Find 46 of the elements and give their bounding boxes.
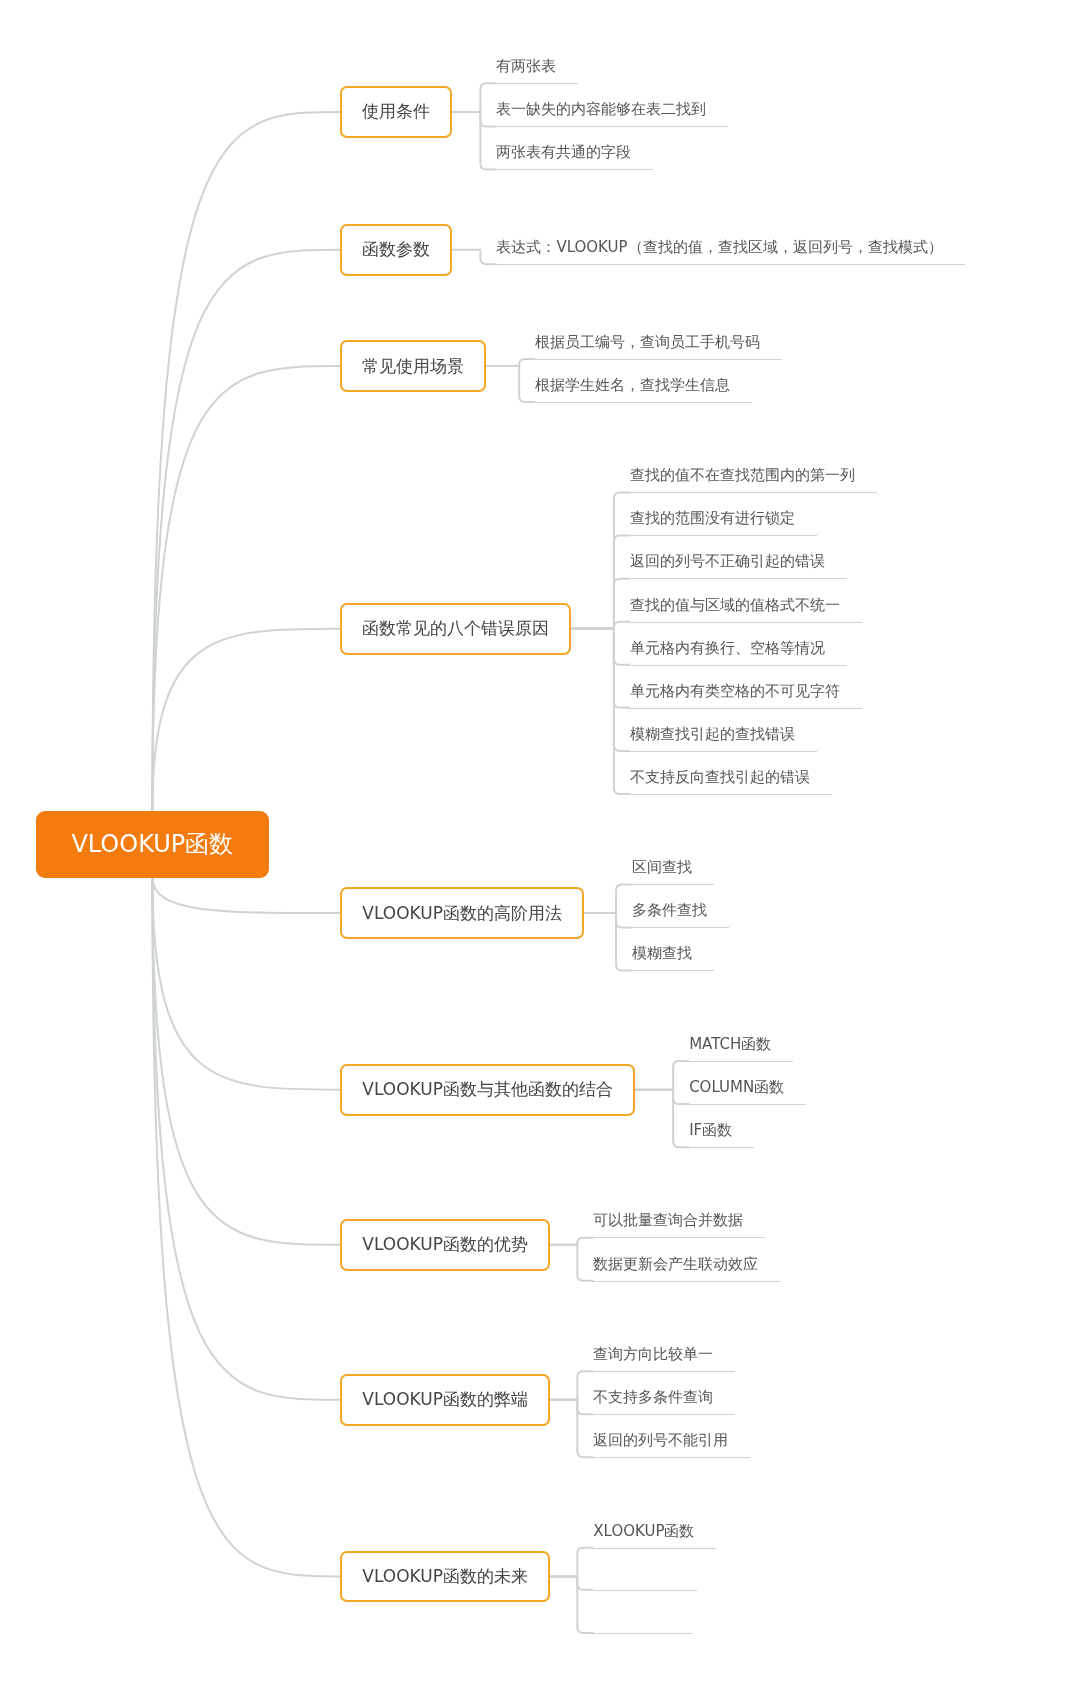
topic-box: 使用条件 xyxy=(340,86,453,138)
subtopic-text: IF函数 xyxy=(689,1120,755,1148)
subtopic-text: 返回的列号不能引用 xyxy=(593,1430,751,1459)
subtopic-text: 根据学生姓名，查找学生信息 xyxy=(535,374,753,403)
connector-line xyxy=(582,912,634,972)
topic-box: VLOOKUP函数的高阶用法 xyxy=(340,887,584,939)
subtopic-text: 查找的值与区域的值格式不统一 xyxy=(629,594,862,623)
subtopic-text: 两张表有共通的字段 xyxy=(496,142,654,171)
subtopic-text: COLUMN函数 xyxy=(689,1076,807,1105)
connector-line xyxy=(548,1243,595,1282)
subtopic-text: 查找的值不在查找范围内的第一列 xyxy=(629,465,877,494)
connector-line xyxy=(451,111,498,171)
topic-box: 函数参数 xyxy=(340,223,453,276)
subtopic-text: 表达式：VLOOKUP（查找的值，查找区域，返回列号，查找模式） xyxy=(496,237,965,266)
subtopic-text: 返回的列号不正确引起的错误 xyxy=(629,551,847,580)
subtopic-text: 表一缺失的内容能够在表二找到 xyxy=(496,99,729,128)
topic-box: VLOOKUP函数的未来 xyxy=(340,1550,550,1603)
root-topic-box: VLOOKUP函数 xyxy=(35,810,270,878)
subtopic-text: 单元格内有换行、空格等情况 xyxy=(629,637,847,666)
subtopic-text: XLOOKUP函数 xyxy=(593,1520,717,1549)
subtopic-text: 有两张表 xyxy=(496,56,579,85)
connector-line xyxy=(548,1398,595,1459)
connector-line xyxy=(548,1575,595,1634)
subtopic-text: 数据更新会产生联动效应 xyxy=(593,1253,781,1282)
subtopic-text: 查询方向比较单一 xyxy=(593,1343,736,1372)
connector-line xyxy=(570,627,631,795)
subtopic-text: MATCH函数 xyxy=(689,1033,794,1062)
connector-line xyxy=(451,248,498,266)
topic-box: VLOOKUP函数与其他函数的结合 xyxy=(340,1063,635,1116)
subtopic-text: 多条件查找 xyxy=(632,900,730,929)
subtopic-text: 模糊查找引起的查找错误 xyxy=(629,723,817,752)
subtopic-text: 单元格内有类空格的不可见字符 xyxy=(629,680,862,709)
subtopic-text: 可以批量查询合并数据 xyxy=(593,1210,766,1239)
topic-box: 函数常见的八个错误原因 xyxy=(340,603,572,655)
topic-box: VLOOKUP函数的优势 xyxy=(340,1218,550,1271)
subtopic-text: 不支持反向查找引起的错误 xyxy=(629,766,832,795)
topic-box: 常见使用场景 xyxy=(340,340,487,392)
subtopic-text: 根据员工编号，查询员工手机号码 xyxy=(535,331,783,360)
connector-line xyxy=(151,627,342,812)
subtopic-text: 查找的范围没有进行锁定 xyxy=(629,508,817,537)
topic-box: VLOOKUP函数的弊端 xyxy=(340,1373,550,1426)
connector-line xyxy=(633,1088,691,1149)
connector-line xyxy=(485,365,537,404)
subtopic-text: 区间查找 xyxy=(632,857,715,886)
subtopic-text: 不支持多条件查询 xyxy=(593,1387,736,1416)
subtopic-text: 模糊查找 xyxy=(632,943,715,972)
